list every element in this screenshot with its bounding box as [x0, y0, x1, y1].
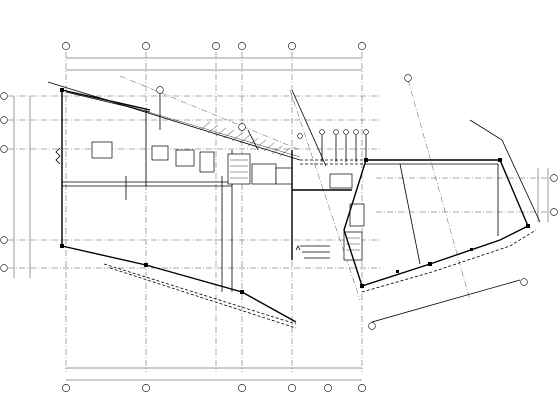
grid-bubbles-left — [0, 92, 8, 272]
grid-bubble-top-1 — [62, 42, 70, 50]
room-block-2 — [151, 145, 169, 161]
grid-bubble-left-1 — [0, 92, 8, 100]
roof-hatch — [199, 121, 291, 157]
grid-bubble-bottom-4 — [288, 384, 296, 392]
riser-tags — [297, 129, 369, 162]
grid-bubbles-top — [62, 42, 366, 50]
grid-bubble-top-6 — [358, 42, 366, 50]
grid-bubble-top-2 — [142, 42, 150, 50]
building-west — [47, 81, 301, 329]
grid-bubble-bottom-5 — [324, 384, 332, 392]
grid-bubble-diag-5 — [238, 123, 246, 131]
room-block-5 — [251, 163, 277, 185]
room-block-1 — [91, 141, 113, 159]
grid-bubbles-bottom — [62, 384, 366, 392]
stair-core — [227, 153, 251, 185]
room-block-7 — [349, 203, 365, 227]
grid-bubble-bottom-1 — [62, 384, 70, 392]
grid-axes — [8, 52, 552, 372]
grid-bubble-top-4 — [238, 42, 246, 50]
room-block-6 — [275, 167, 293, 185]
grid-bubble-left-4 — [0, 236, 8, 244]
building-east — [300, 119, 541, 293]
leader-lines — [159, 89, 521, 323]
room-block-4 — [199, 151, 215, 173]
grid-bubble-left-2 — [0, 116, 8, 124]
grid-bubble-bottom-6 — [358, 384, 366, 392]
grid-bubbles-right — [550, 174, 558, 216]
grid-bubble-diag-2 — [520, 278, 528, 286]
grid-bubble-diag-3 — [404, 74, 412, 82]
grid-bubble-bottom-3 — [238, 384, 246, 392]
grid-bubble-top-5 — [288, 42, 296, 50]
grid-bubble-bottom-2 — [142, 384, 150, 392]
grid-bubble-diag-1 — [368, 322, 376, 330]
grid-bubble-right-1 — [550, 174, 558, 182]
room-block-3 — [175, 149, 195, 167]
grid-bubble-left-3 — [0, 145, 8, 153]
grid-bubbles-diagonal — [156, 74, 528, 330]
building-middle — [291, 129, 369, 261]
dimension-lines — [13, 57, 549, 381]
grid-bubble-right-2 — [550, 208, 558, 216]
room-block-8 — [329, 173, 353, 189]
grid-bubble-top-3 — [212, 42, 220, 50]
grid-bubble-diag-4 — [156, 86, 164, 94]
grid-bubble-left-5 — [0, 264, 8, 272]
